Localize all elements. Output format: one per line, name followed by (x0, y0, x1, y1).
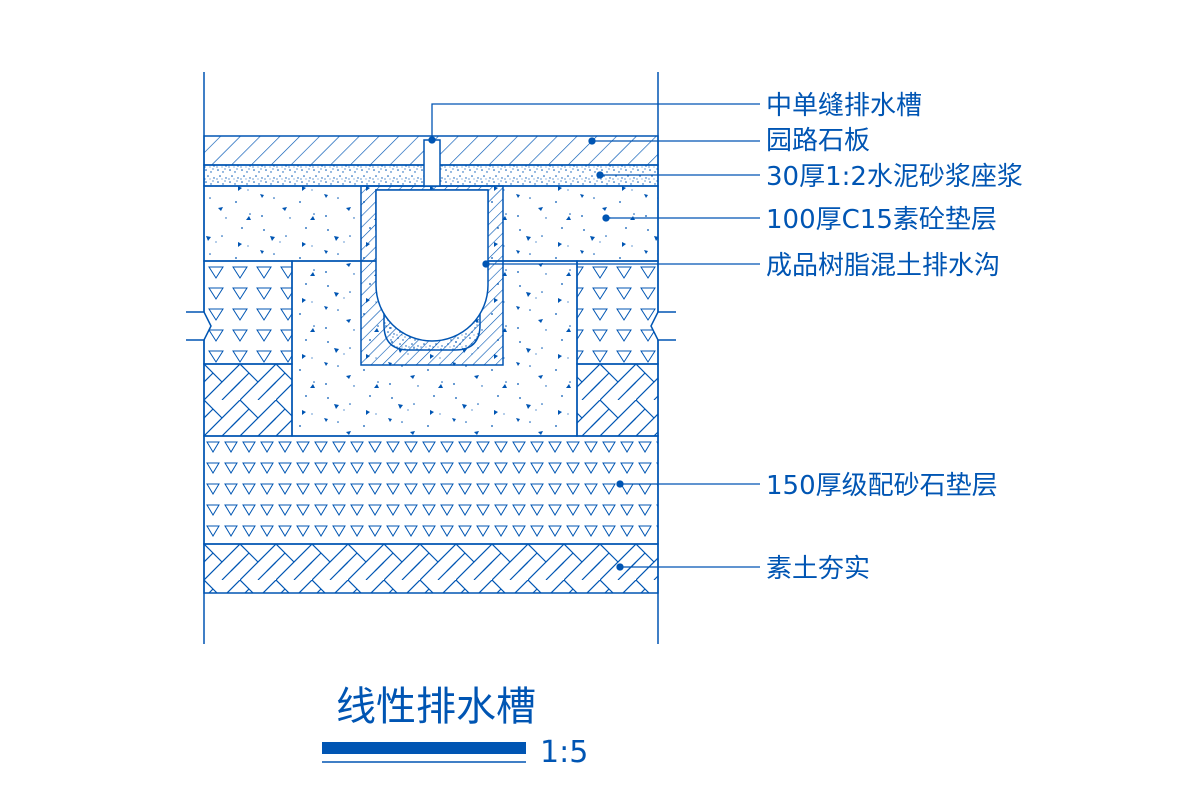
label-resin-channel: 成品树脂混土排水沟 (766, 251, 1000, 281)
leaders (428, 103, 760, 571)
slot-grate (423, 139, 441, 187)
label-group: 中单缝排水槽 园路石板 30厚1:2水泥砂浆座浆 100厚C15素砼垫层 成品树… (766, 91, 1023, 584)
section-body (186, 72, 676, 644)
right-soil-block (576, 363, 659, 437)
right-gravel-block (576, 260, 659, 365)
drawing-title: 线性排水槽 (336, 684, 536, 730)
label-concrete-base: 100厚C15素砼垫层 (766, 205, 997, 235)
title-block: 线性排水槽 1:5 (322, 684, 588, 770)
label-graded-gravel: 150厚级配砂石垫层 (766, 471, 998, 501)
rammed-soil-layer (203, 543, 659, 594)
label-rammed-soil: 素土夯实 (766, 554, 870, 584)
label-mortar-bed: 30厚1:2水泥砂浆座浆 (766, 162, 1023, 192)
left-break-symbol (186, 311, 212, 341)
label-paving-slab: 园路石板 (766, 126, 870, 156)
channel-water-cavity (375, 189, 489, 342)
left-gravel-block (203, 260, 293, 365)
leader-l1 (431, 103, 760, 140)
graded-gravel-layer (203, 435, 659, 545)
drawing-scale: 1:5 (540, 735, 588, 770)
right-break-symbol (650, 311, 676, 341)
label-slot-drain: 中单缝排水槽 (766, 91, 922, 121)
title-underline-thick (322, 742, 526, 754)
left-soil-block (203, 363, 293, 437)
